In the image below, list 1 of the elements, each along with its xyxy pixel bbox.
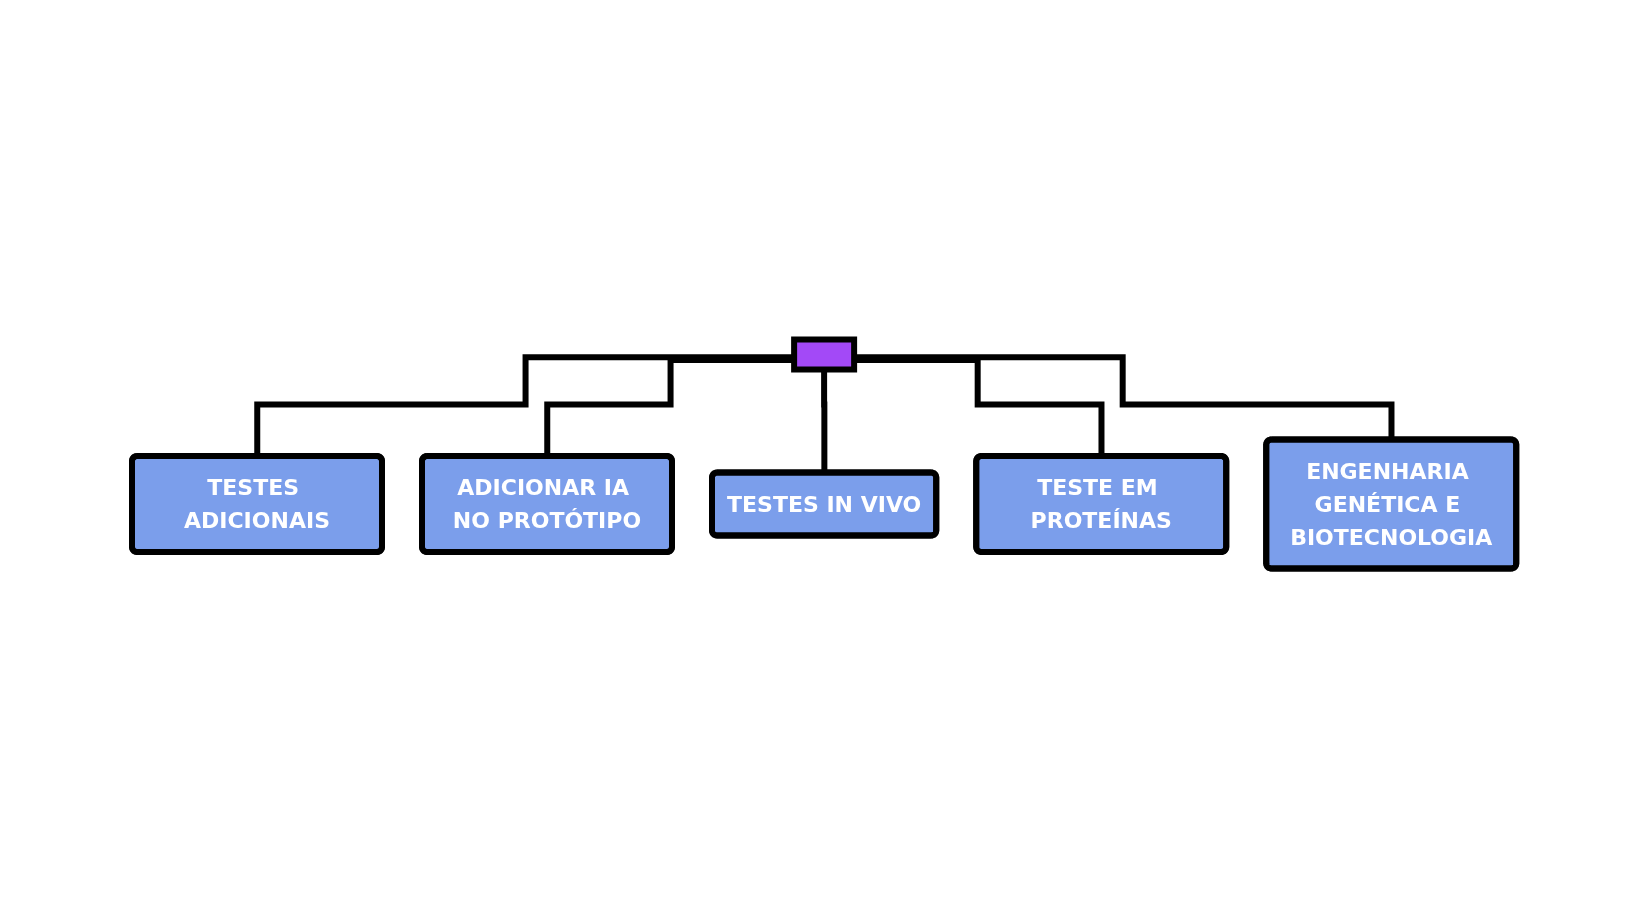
node-box xyxy=(791,336,857,372)
